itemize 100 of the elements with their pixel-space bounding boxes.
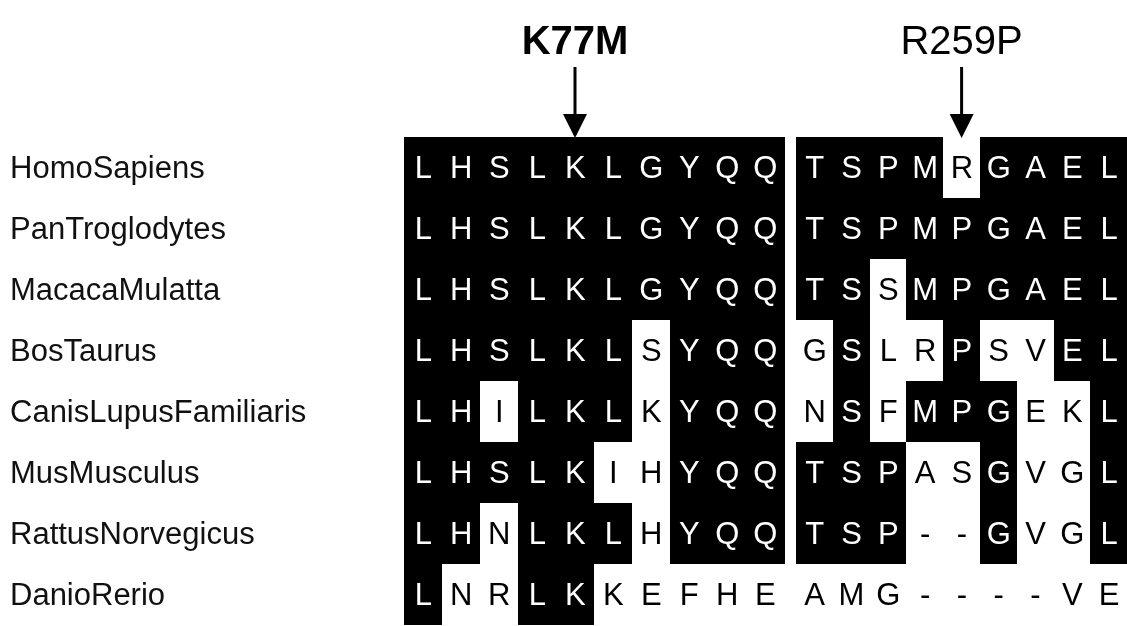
conserved-residue: P: [869, 503, 907, 564]
conserved-residue: Q: [746, 503, 785, 564]
conserved-residue: L: [518, 442, 557, 503]
conserved-residue: S: [480, 320, 519, 381]
conserved-residue: M: [906, 137, 944, 198]
conserved-residue: Y: [670, 137, 709, 198]
conserved-residue: T: [796, 503, 834, 564]
conserved-residue: S: [832, 503, 871, 564]
species-name: MusMusculus: [10, 454, 200, 492]
conserved-residue: K: [556, 503, 595, 564]
conserved-residue: Q: [708, 259, 747, 320]
conserved-residue: P: [943, 259, 981, 320]
conserved-residue: L: [404, 137, 443, 198]
conserved-residue: L: [518, 320, 557, 381]
conserved-residue: L: [1090, 198, 1127, 259]
conserved-residue: L: [404, 198, 443, 259]
conserved-residue: Q: [708, 320, 747, 381]
species-name: MacacaMulatta: [10, 271, 221, 309]
conserved-residue: Q: [708, 442, 747, 503]
species-name: DanioRerio: [10, 576, 166, 614]
conserved-residue: E: [1053, 137, 1091, 198]
conserved-residue: P: [943, 381, 981, 442]
conserved-residue: Q: [746, 442, 785, 503]
conserved-residue: Q: [708, 381, 747, 442]
conserved-residue: L: [404, 564, 443, 625]
arrow: [949, 67, 974, 138]
conserved-residue: A: [1016, 259, 1055, 320]
conserved-residue: L: [1090, 381, 1127, 442]
conserved-residue: S: [480, 137, 519, 198]
conserved-residue: L: [404, 259, 443, 320]
conserved-residue: L: [1090, 442, 1127, 503]
conserved-residue: G: [632, 137, 671, 198]
conserved-residue: S: [832, 381, 871, 442]
conserved-residue: Q: [746, 381, 785, 442]
conserved-residue: Y: [670, 198, 709, 259]
conserved-residue: H: [442, 137, 481, 198]
conserved-residue: Q: [708, 137, 747, 198]
conserved-residue: Q: [746, 198, 785, 259]
conserved-residue: T: [796, 137, 834, 198]
conserved-residue: L: [594, 198, 633, 259]
species-name: PanTroglodytes: [10, 210, 226, 248]
conserved-residue: Q: [746, 259, 785, 320]
conserved-residue: L: [518, 198, 557, 259]
conserved-residue: S: [832, 259, 871, 320]
conserved-residue: L: [1090, 259, 1127, 320]
conserved-residue: L: [404, 442, 443, 503]
conserved-residue: L: [404, 503, 443, 564]
conserved-residue: L: [1090, 503, 1127, 564]
conserved-residue: L: [594, 259, 633, 320]
conserved-residue: K: [556, 320, 595, 381]
conserved-residue: T: [796, 198, 834, 259]
conserved-residue: K: [556, 381, 595, 442]
conserved-residue: E: [1053, 198, 1091, 259]
conserved-residue: Q: [708, 198, 747, 259]
conserved-residue: M: [906, 198, 944, 259]
arrow: [563, 67, 587, 138]
conserved-residue: G: [980, 198, 1018, 259]
conserved-residue: Y: [670, 381, 709, 442]
conserved-residue: K: [556, 564, 595, 625]
conserved-residue: P: [869, 137, 907, 198]
mutation-label: K77M: [475, 18, 675, 63]
conserved-residue: Y: [670, 442, 709, 503]
conserved-residue: G: [980, 503, 1018, 564]
species-name: CanisLupusFamiliaris: [10, 393, 307, 431]
conserved-residue: Q: [746, 320, 785, 381]
conserved-residue: P: [943, 320, 981, 381]
conserved-residue: H: [442, 320, 481, 381]
conserved-residue: G: [980, 259, 1018, 320]
mutation-label: R259P: [861, 18, 1062, 63]
conserved-residue: K: [556, 198, 595, 259]
conserved-residue: G: [632, 259, 671, 320]
conserved-residue: Y: [670, 320, 709, 381]
conserved-residue: S: [832, 442, 871, 503]
conserved-residue: G: [980, 442, 1018, 503]
conserved-residue: K: [556, 137, 595, 198]
species-name: BosTaurus: [10, 332, 157, 370]
conserved-residue: L: [594, 137, 633, 198]
conserved-residue: Q: [708, 503, 747, 564]
conserved-residue: S: [480, 198, 519, 259]
conserved-residue: L: [594, 503, 633, 564]
conserved-residue: A: [1016, 137, 1055, 198]
conserved-residue: G: [980, 137, 1018, 198]
conserved-residue: H: [442, 442, 481, 503]
conserved-residue: H: [442, 198, 481, 259]
conserved-residue: H: [442, 259, 481, 320]
conserved-residue: T: [796, 442, 834, 503]
conserved-residue: S: [832, 137, 871, 198]
conserved-residue: S: [832, 320, 871, 381]
conserved-residue: P: [869, 198, 907, 259]
conserved-residue: M: [906, 381, 944, 442]
conserved-residue: K: [556, 442, 595, 503]
conserved-residue: L: [518, 564, 557, 625]
conserved-residue: M: [906, 259, 944, 320]
conserved-residue: S: [480, 259, 519, 320]
conserved-residue: Q: [746, 137, 785, 198]
conserved-residue: L: [404, 381, 443, 442]
conserved-residue: S: [480, 442, 519, 503]
conserved-residue: G: [980, 381, 1018, 442]
conserved-residue: L: [518, 503, 557, 564]
conserved-residue: L: [594, 381, 633, 442]
